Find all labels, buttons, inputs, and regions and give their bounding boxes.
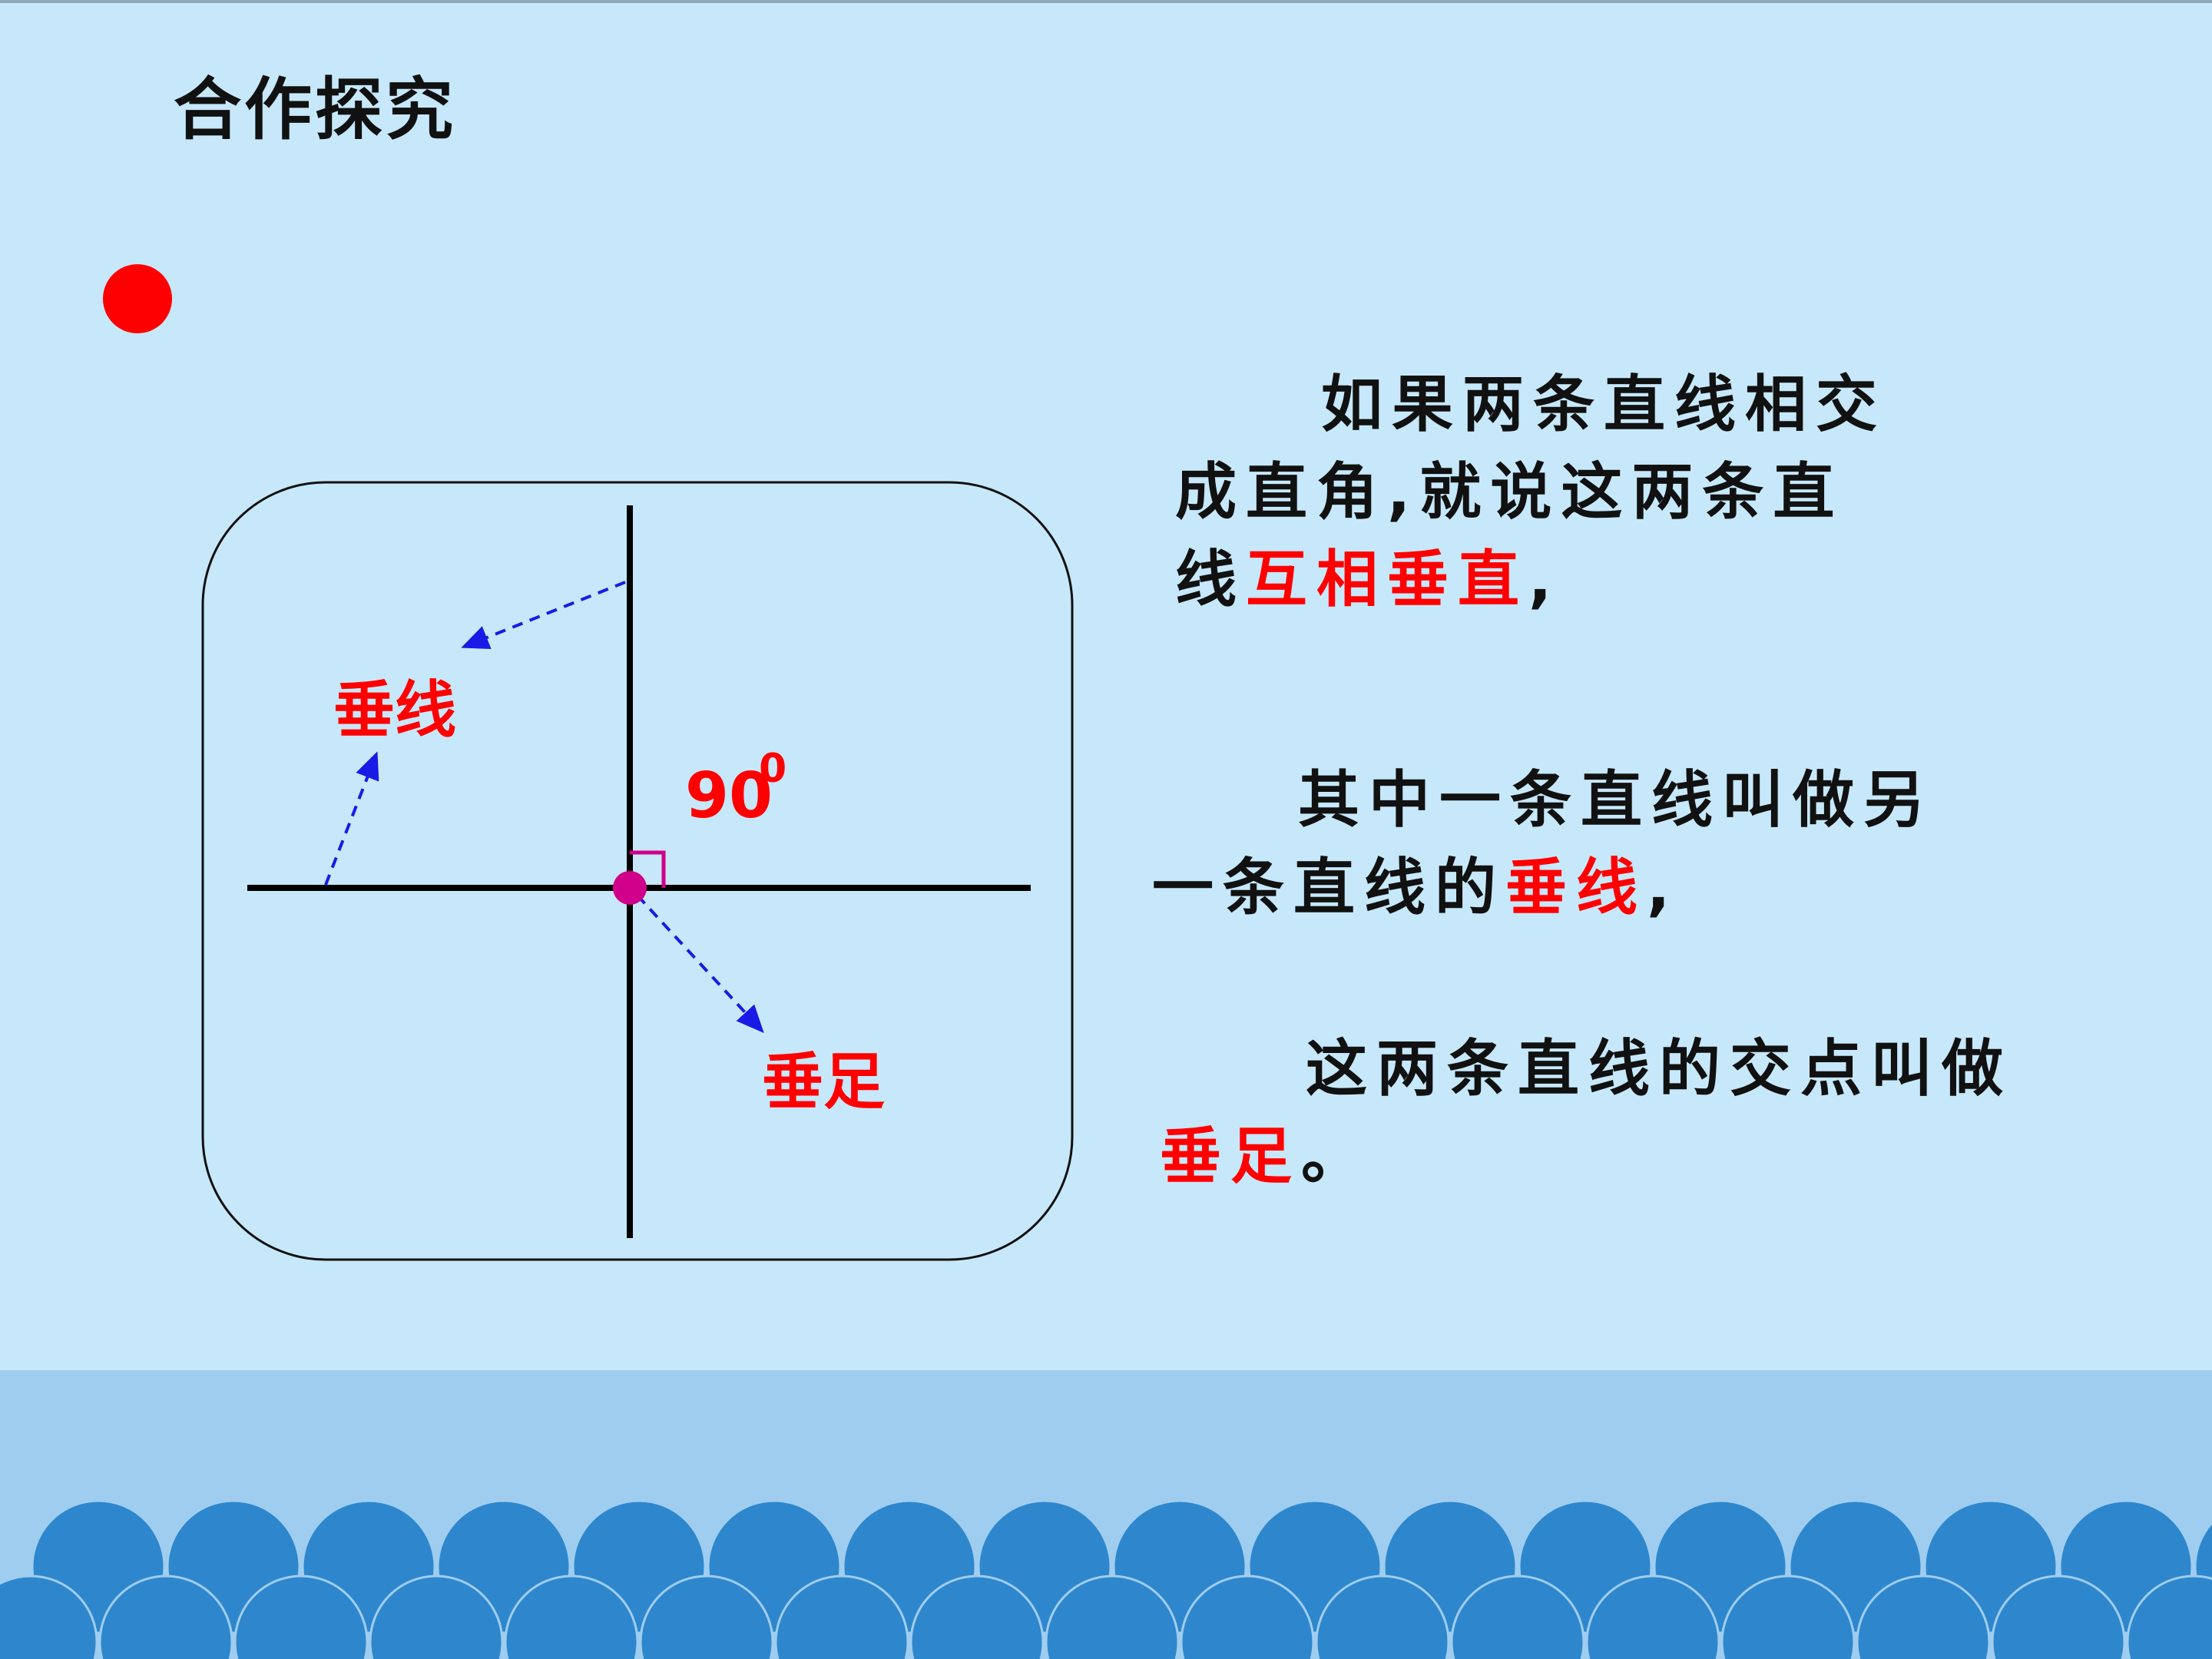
- para3-line1: 这两条直线的交点叫做: [1306, 1033, 2012, 1104]
- para2-line2-plain: 一条直线的: [1152, 852, 1505, 923]
- wave-scallop: [1450, 1575, 1585, 1659]
- wave-scallop: [1180, 1575, 1315, 1659]
- term-mutually-perpendicular: 互相垂直: [1246, 544, 1528, 615]
- para1-line3-plain: 线: [1175, 544, 1246, 615]
- para1-line2: 成直角,就说这两条直: [1175, 456, 1844, 528]
- perpendicular-label: 垂线: [333, 674, 456, 746]
- top-border: [0, 0, 2212, 3]
- para2-line2-end: ,: [1647, 852, 1680, 923]
- arrow-to-horizontal-line: [324, 751, 379, 886]
- right-angle-mark: [630, 850, 666, 888]
- intersection-point: [613, 871, 647, 905]
- wave-scallop: [1991, 1575, 2126, 1659]
- wave-scallop: [774, 1575, 909, 1659]
- wave-scallop: [504, 1575, 639, 1659]
- para1-line3-end: ,: [1528, 544, 1561, 615]
- slide-title: 合作探究: [174, 70, 457, 149]
- arrow-to-vertical-line: [461, 581, 626, 649]
- wave-scallop: [639, 1575, 774, 1659]
- foot-label: 垂足: [762, 1046, 885, 1118]
- angle-degree-sup: 0: [759, 746, 786, 792]
- wave-scallop: [1585, 1575, 1720, 1659]
- para1-line1: 如果两条直线相交: [1321, 369, 1886, 440]
- definition-paragraph-3: 这两条直线的交点叫做 垂足。: [1160, 1025, 2081, 1200]
- term-foot: 垂足: [1160, 1121, 1301, 1192]
- wave-scallop: [1720, 1575, 1856, 1659]
- bullet-dot: [103, 264, 172, 333]
- wave-scallop: [233, 1575, 369, 1659]
- wave-scallop: [98, 1575, 233, 1659]
- angle-label: 90: [685, 760, 773, 833]
- wave-scallop: [0, 1575, 98, 1659]
- definition-paragraph-1: 如果两条直线相交 成直角,就说这两条直 线互相垂直,: [1175, 361, 1943, 624]
- arrow-to-foot: [636, 894, 764, 1033]
- wave-scallop: [1315, 1575, 1450, 1659]
- diagram-frame: [201, 481, 1074, 1261]
- wave-scallop: [2126, 1575, 2212, 1659]
- wave-row-front: [0, 1575, 2212, 1659]
- para2-line1: 其中一条直线叫做另: [1298, 764, 1934, 836]
- wave-scallop: [369, 1575, 504, 1659]
- wave-scallop: [909, 1575, 1045, 1659]
- wave-scallop: [1045, 1575, 1180, 1659]
- para3-line2-end: 。: [1301, 1121, 1372, 1192]
- wave-scallop: [1856, 1575, 1991, 1659]
- definition-paragraph-2: 其中一条直线叫做另 一条直线的垂线,: [1152, 757, 2074, 932]
- wave-decoration: [0, 1370, 2212, 1659]
- term-perpendicular-line: 垂线: [1505, 852, 1647, 923]
